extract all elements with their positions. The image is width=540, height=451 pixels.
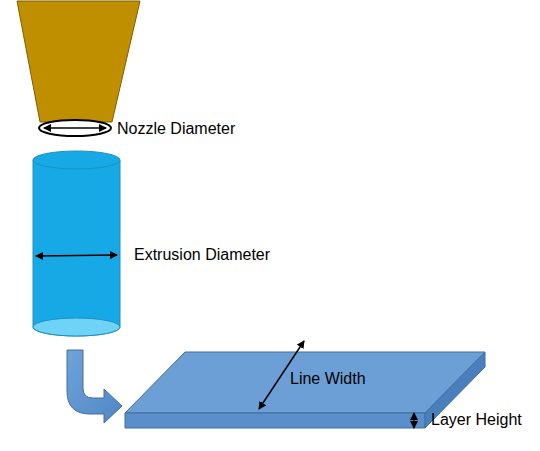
flow-arrow xyxy=(67,350,122,423)
dimension-label: Extrusion Diameter xyxy=(134,246,270,264)
layer-height-arrow xyxy=(413,413,414,428)
cylinder-bottom xyxy=(33,318,120,336)
nozzle-body xyxy=(17,1,140,122)
slab-top xyxy=(125,352,485,413)
cylinder-top xyxy=(33,151,120,169)
dimension-label: Nozzle Diameter xyxy=(117,120,235,138)
nozzle-opening xyxy=(39,120,111,136)
extrusion-dimension-arrow xyxy=(36,255,117,256)
slab-front xyxy=(125,413,425,428)
extrusion-cylinder xyxy=(33,160,120,336)
dimension-label: Layer Height xyxy=(431,411,522,429)
nozzle-dimension-arrow xyxy=(44,127,106,129)
dimension-label: Line Width xyxy=(290,370,366,388)
